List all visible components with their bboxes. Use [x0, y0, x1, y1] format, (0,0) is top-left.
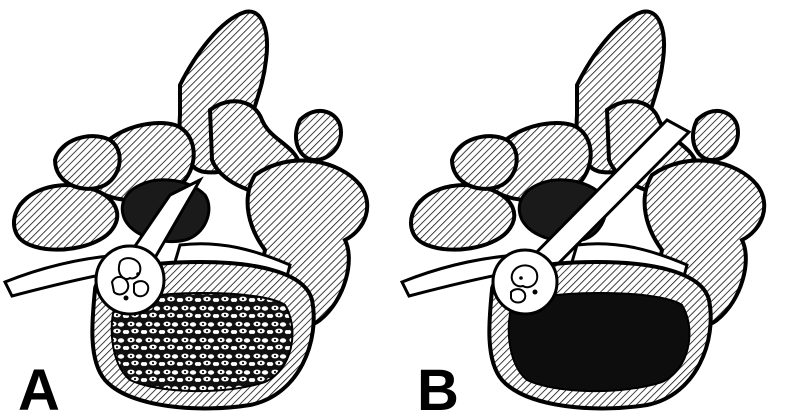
- panel-label: B: [417, 358, 459, 417]
- vertebra-figure-a: A: [0, 0, 397, 417]
- panel-label: A: [18, 358, 60, 417]
- vertebra-drawing-b: B: [397, 0, 794, 417]
- transverse-process-left: [411, 185, 514, 250]
- vertebra-figure-b: B: [397, 0, 794, 417]
- articular-process-right: [693, 111, 738, 160]
- articular-process-left: [452, 136, 517, 189]
- articular-process-left: [55, 136, 120, 189]
- articular-process-right: [296, 111, 341, 160]
- dural-sac: [96, 246, 164, 314]
- dural-sac: [493, 250, 557, 314]
- transverse-process-left: [14, 185, 117, 250]
- vertebra-drawing-a: A: [0, 0, 397, 417]
